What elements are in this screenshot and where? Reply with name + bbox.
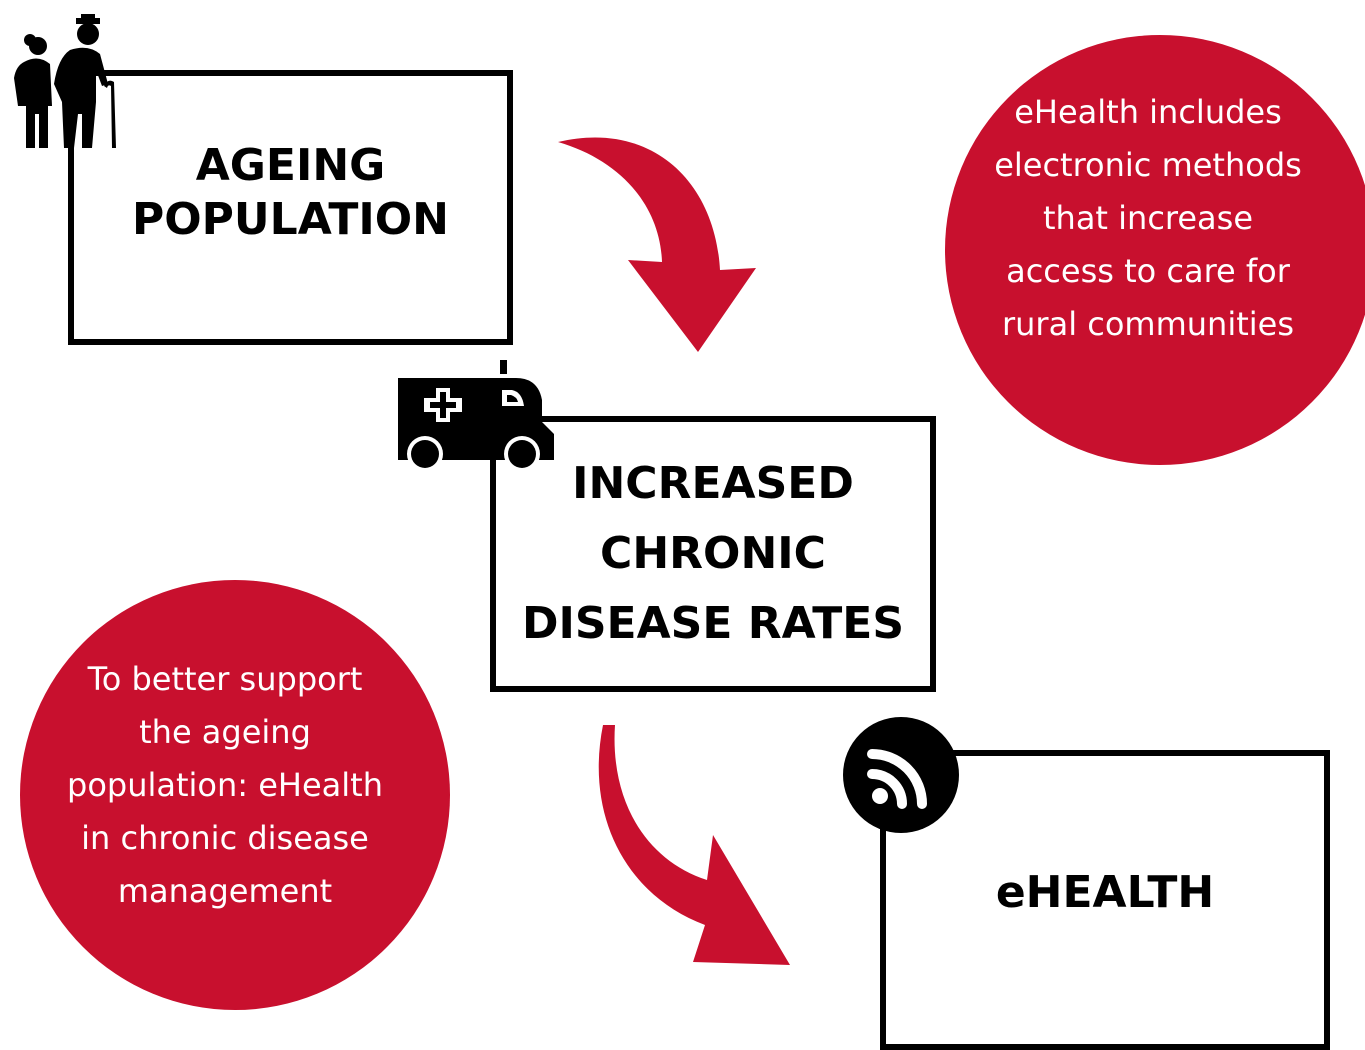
ehealth-definition-circle: eHealth includes electronic methods that… [945,35,1365,465]
ageing-population-label: AGEING POPULATION [132,139,449,245]
ehealth-label: eHEALTH [995,866,1215,918]
elderly-couple-icon [14,14,116,148]
chronic-disease-box: INCREASED CHRONIC DISEASE RATES [490,416,936,692]
support-ageing-circle: To better support the ageing population:… [20,580,450,1010]
rss-feed-icon [843,717,959,833]
curved-arrow-icon [558,137,756,352]
ageing-population-box: AGEING POPULATION [68,70,513,345]
support-ageing-text: To better support the ageing population:… [67,659,383,910]
ambulance-icon [398,360,554,472]
ehealth-definition-text: eHealth includes electronic methods that… [994,92,1302,343]
curved-arrow-icon [598,725,790,965]
chronic-disease-label: INCREASED CHRONIC DISEASE RATES [521,458,905,649]
